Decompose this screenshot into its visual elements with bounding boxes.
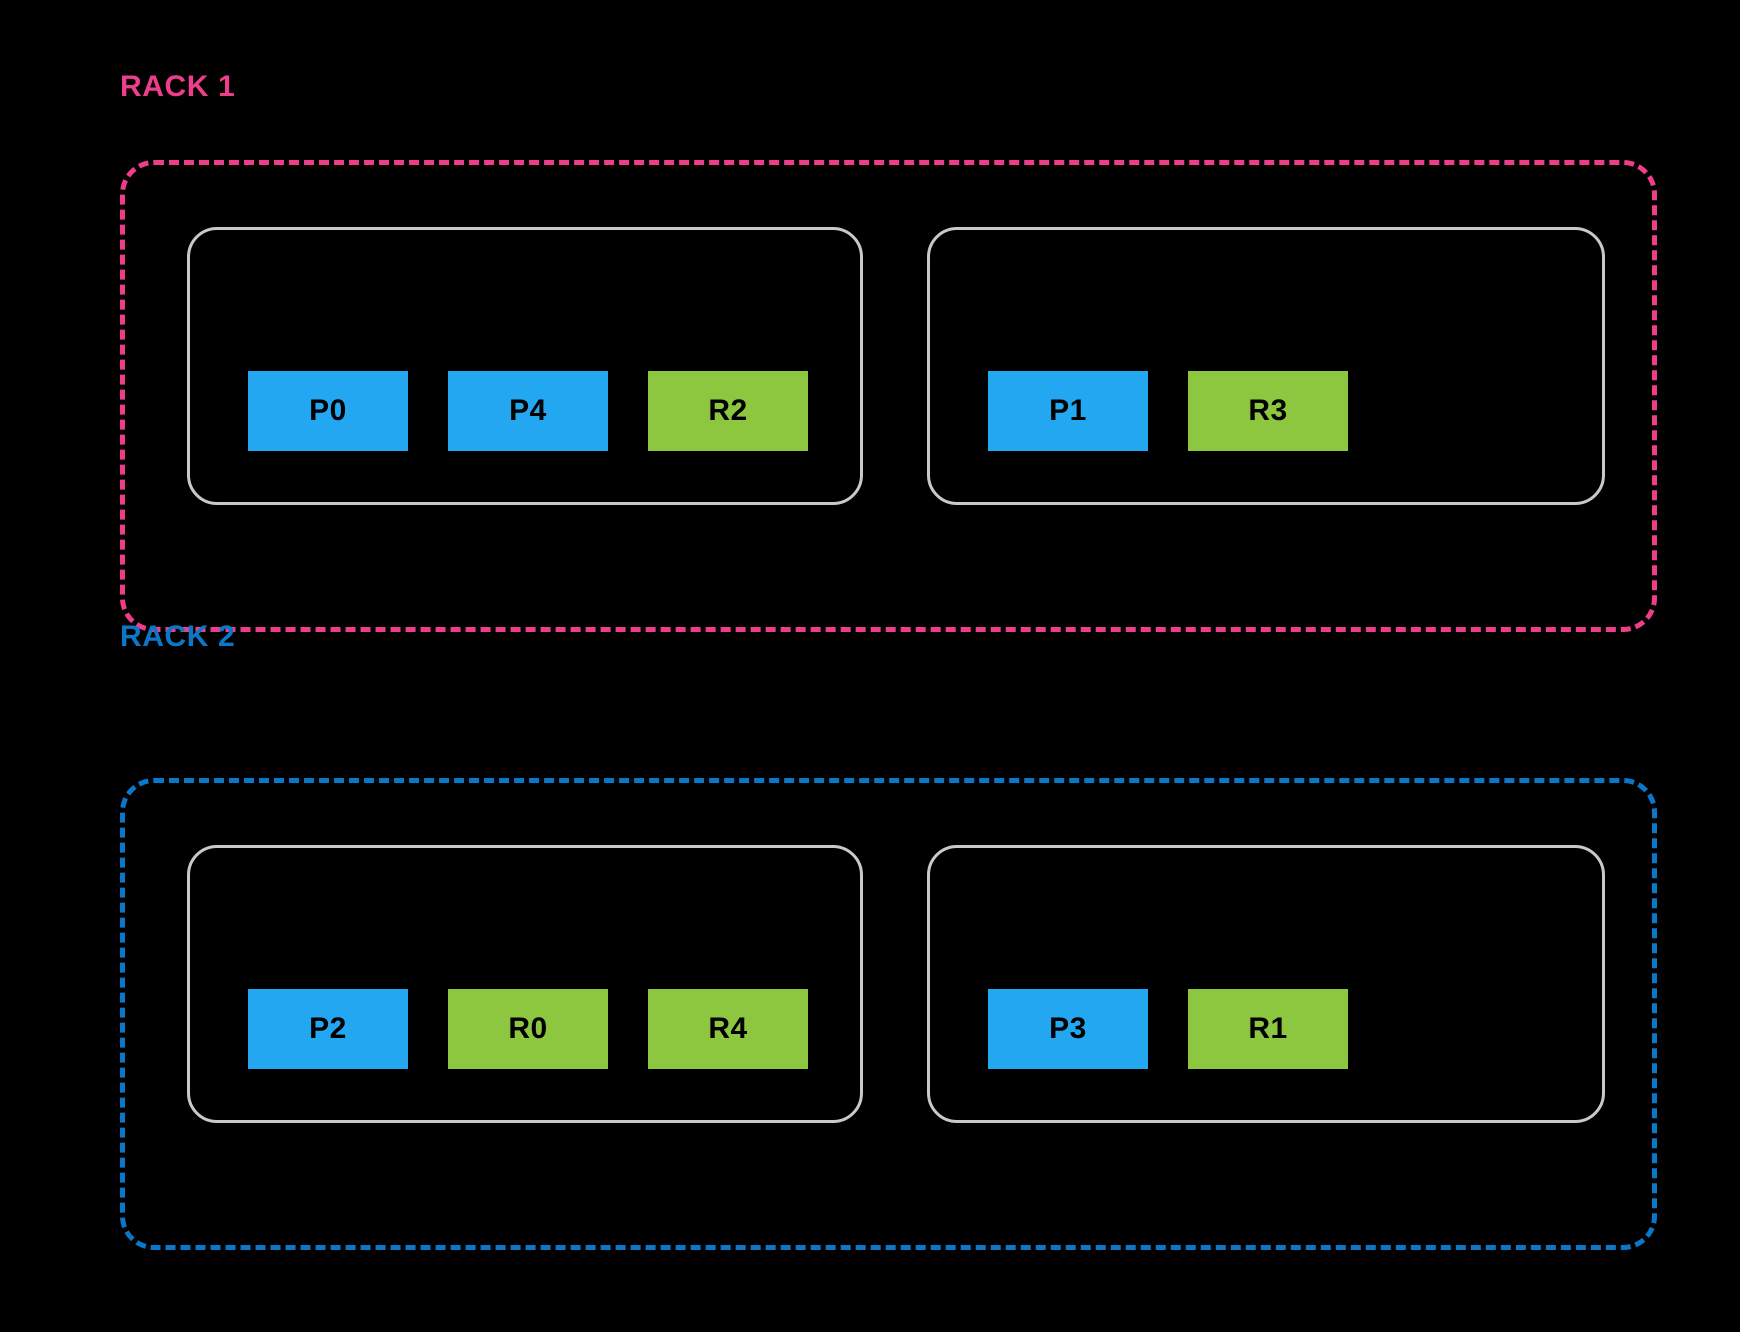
node-container-2-1: P2 R0 R4 bbox=[187, 845, 863, 1123]
shard-r3[interactable]: R3 bbox=[1188, 371, 1348, 451]
shard-r4[interactable]: R4 bbox=[648, 989, 808, 1069]
rack-label-2: RACK 2 bbox=[120, 620, 236, 653]
rack-boundary-1: P0 P4 R2 P1 R3 bbox=[120, 160, 1657, 632]
node-container-1-1: P0 P4 R2 bbox=[187, 227, 863, 505]
shard-row: P3 R1 bbox=[988, 989, 1348, 1069]
shard-row: P1 R3 bbox=[988, 371, 1348, 451]
node-container-1-2: P1 R3 bbox=[927, 227, 1605, 505]
shard-p2[interactable]: P2 bbox=[248, 989, 408, 1069]
shard-r2[interactable]: R2 bbox=[648, 371, 808, 451]
shard-p0[interactable]: P0 bbox=[248, 371, 408, 451]
shard-p3[interactable]: P3 bbox=[988, 989, 1148, 1069]
node-container-2-2: P3 R1 bbox=[927, 845, 1605, 1123]
shard-r1[interactable]: R1 bbox=[1188, 989, 1348, 1069]
shard-p4[interactable]: P4 bbox=[448, 371, 608, 451]
shard-row: P0 P4 R2 bbox=[248, 371, 808, 451]
shard-p1[interactable]: P1 bbox=[988, 371, 1148, 451]
shard-r0[interactable]: R0 bbox=[448, 989, 608, 1069]
rack-label-1: RACK 1 bbox=[120, 70, 236, 103]
rack-boundary-2: P2 R0 R4 P3 R1 bbox=[120, 778, 1657, 1250]
shard-row: P2 R0 R4 bbox=[248, 989, 808, 1069]
